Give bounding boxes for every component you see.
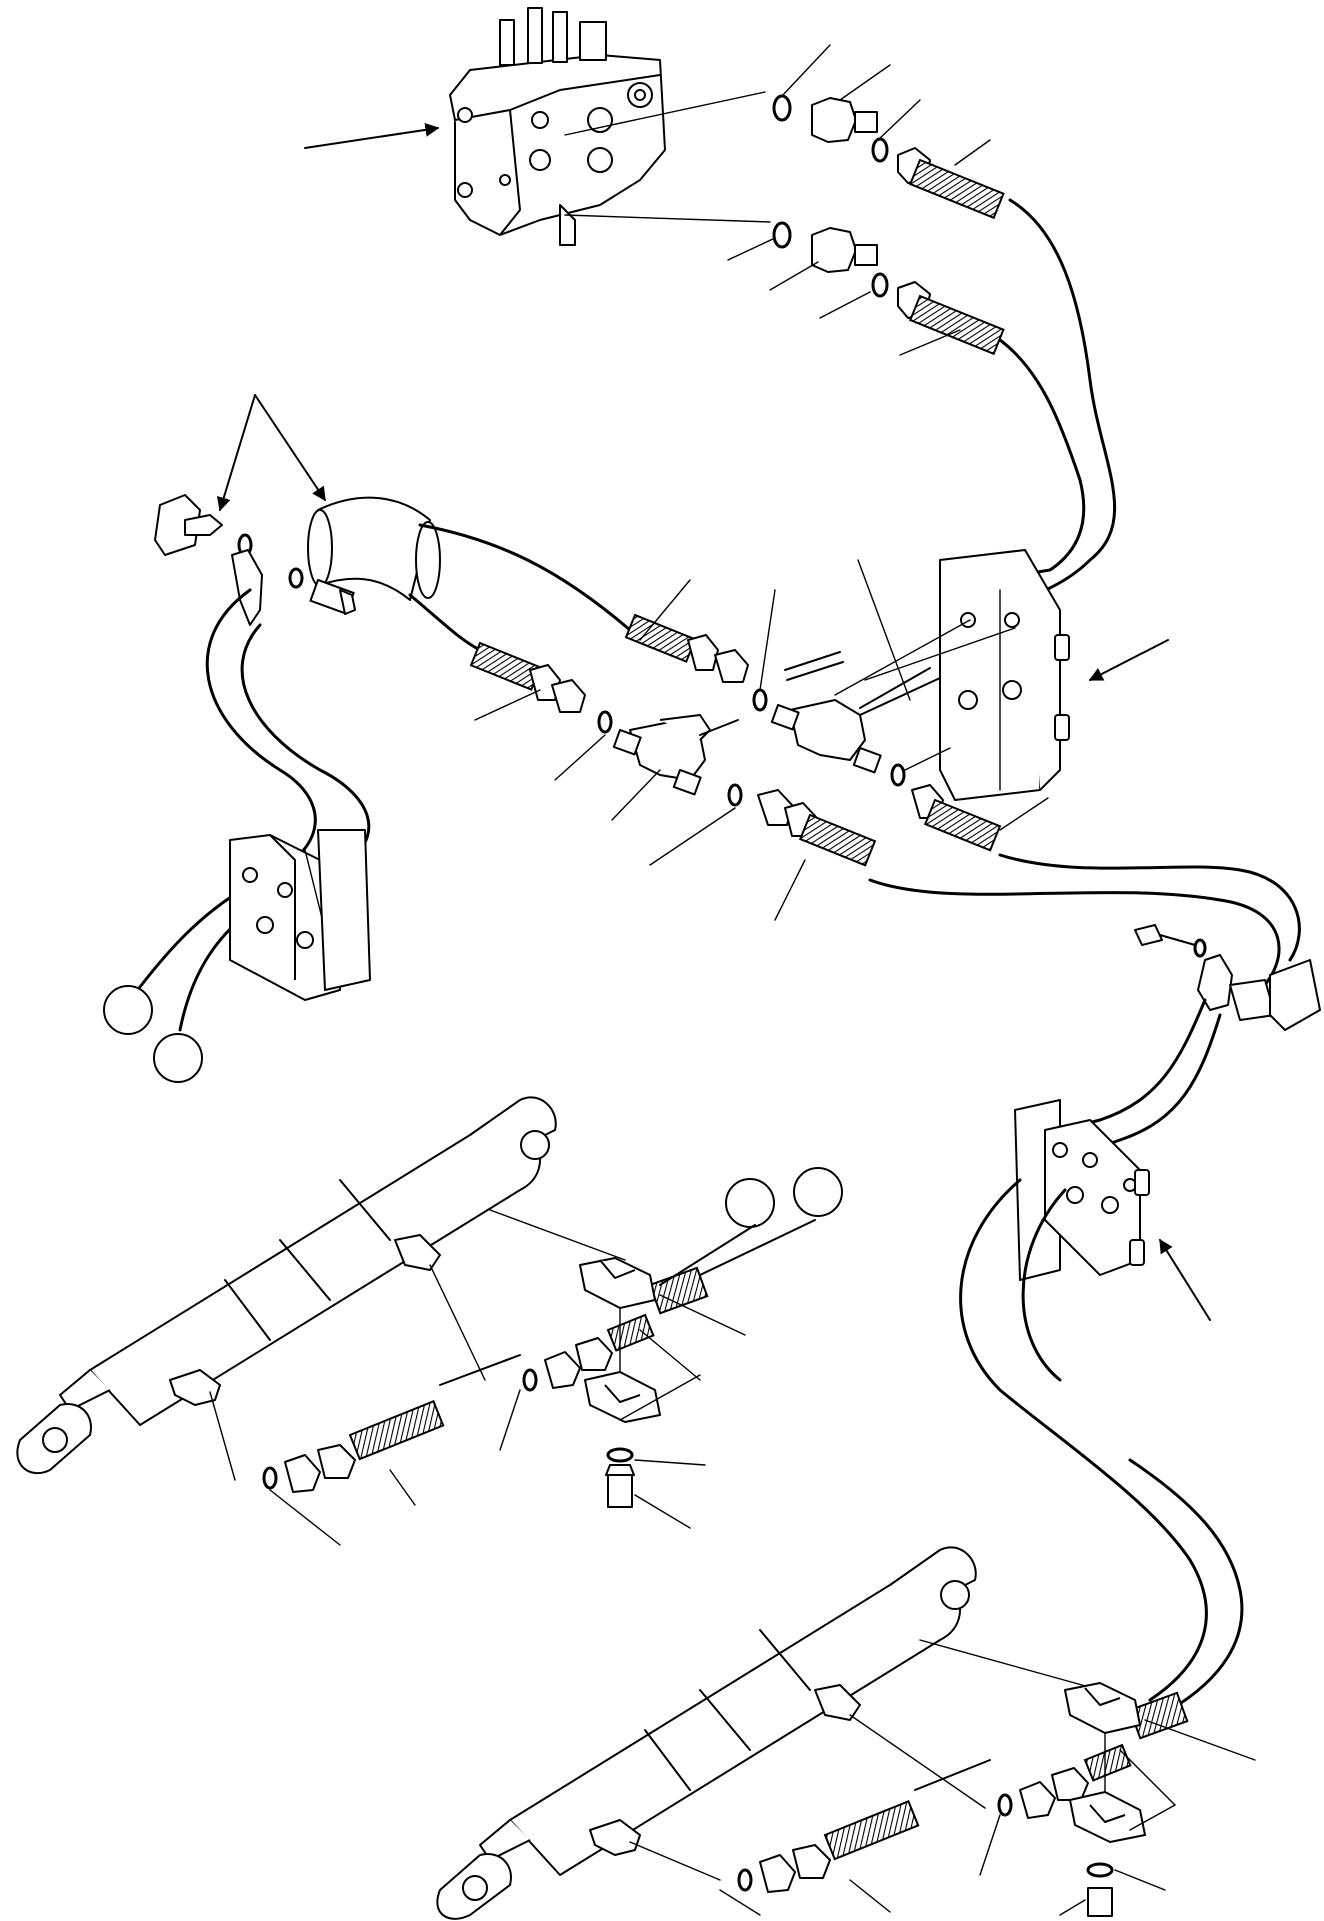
arrow-to-clamp-right (254, 394, 326, 502)
reference-marker-2 (153, 1033, 203, 1083)
arrow-to-upper-right-bracket (1088, 639, 1169, 681)
hose-lower-middle-right-1 (868, 878, 1281, 992)
hose-to-left-bracket-1 (128, 588, 317, 1002)
control-valve (449, 7, 666, 246)
centerline-tee-bracket (864, 627, 1016, 681)
hose-valve-to-bracket-1 (988, 198, 1116, 612)
wall-mount-upper-left (154, 494, 356, 626)
arrow-to-clamp-left (216, 394, 256, 512)
upper-right-bracket (939, 549, 1070, 801)
right-cylinder-clamp (1064, 1682, 1146, 1917)
arrow-to-right-middle-bracket (1159, 1238, 1211, 1321)
tube-piece (784, 651, 844, 681)
hose-right-bracket-to-bottom-1 (959, 1178, 1208, 1702)
tee-fitting-right (770, 667, 941, 787)
reference-marker-3 (725, 1178, 775, 1228)
left-cylinder-clamp (579, 1257, 661, 1508)
middle-lower-fittings (757, 784, 1002, 867)
left-cylinder-fittings (209, 1209, 816, 1493)
hose-valve-to-bracket-2 (988, 338, 1086, 582)
reference-marker-4 (793, 1167, 843, 1217)
hose-lower-middle-right-2 (998, 853, 1301, 962)
centerline-tee-bracket-2 (834, 619, 971, 696)
middle-upper-fitting (624, 613, 768, 712)
upper-fittings-row-2 (564, 214, 1005, 356)
left-cylinder (16, 1096, 557, 1475)
right-cylinder-leader-lines (719, 1719, 1256, 1916)
upper-fittings-row-1 (564, 44, 1005, 220)
left-cylinder-leader-lines (269, 1294, 746, 1546)
hose-clamp-to-tee-1 (418, 523, 632, 632)
right-middle-bracket (1014, 1099, 1150, 1281)
hose-right-bracket-to-bottom-3 (1128, 1458, 1244, 1712)
middle-leader-lines (474, 559, 1049, 921)
left-bracket (229, 829, 371, 1001)
hose-right-bracket-to-bottom-2 (1021, 1188, 1067, 1382)
hose-clamp-to-tee-2 (408, 593, 482, 652)
arrow-to-control-valve (304, 122, 440, 149)
right-cylinder (436, 1546, 977, 1920)
right-clip-mount (1134, 924, 1321, 1031)
hose-clamp-sleeve (307, 496, 441, 601)
reference-marker-1 (103, 985, 153, 1035)
right-cylinder-fittings (629, 1639, 1189, 1893)
middle-left-fitting (469, 641, 613, 734)
tee-fitting-left (612, 714, 743, 807)
